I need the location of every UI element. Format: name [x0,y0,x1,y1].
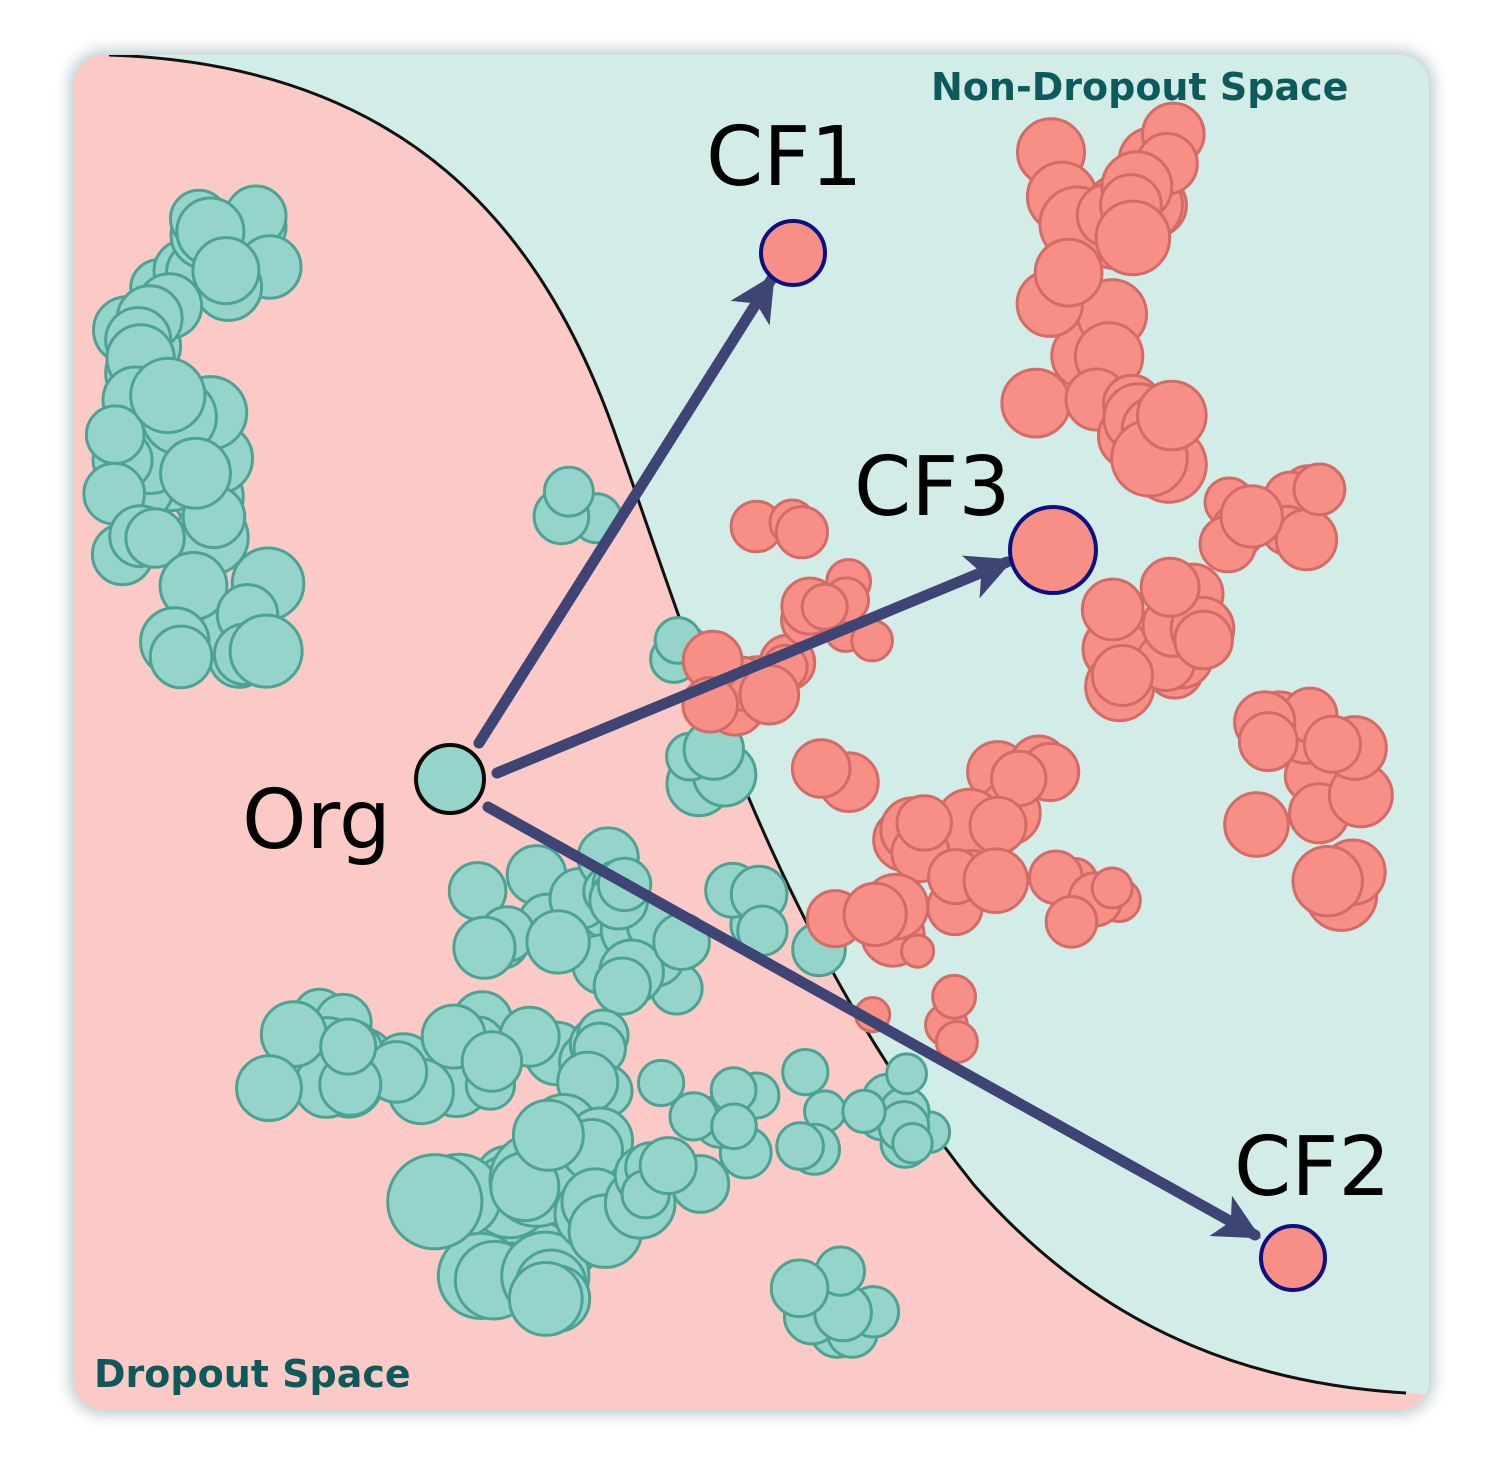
red-point-56 [1223,791,1290,858]
red-point-95 [968,795,1028,855]
red-point-49 [1139,556,1201,618]
teal-point-146 [710,1102,758,1151]
red-point-100 [962,847,1030,915]
red-point-22 [1033,237,1104,308]
counterfactual-arrows [473,274,1262,1241]
arrow-org-to-cf2 [482,801,1262,1241]
counterfactual-point-cf3 [1008,505,1098,595]
teal-point-38 [124,507,186,569]
teal-point-140 [668,1091,719,1142]
non-dropout-class-points [82,184,952,1359]
label-cf1: CF1 [706,110,863,205]
red-point-62 [1303,714,1362,774]
non-dropout-space-label: Non-Dropout Space [931,65,1348,109]
red-point-39 [1219,484,1284,549]
red-point-82 [800,582,849,631]
dropout-space-diagram: Org CF1 CF3 CF2 Non-Dropout Space Dropou… [74,55,1429,1410]
original-point [414,743,486,815]
teal-point-39 [129,356,207,435]
teal-point-160 [891,1122,934,1165]
teal-point-169 [769,1258,830,1319]
red-point-105 [1090,866,1134,910]
teal-point-161 [841,1088,887,1135]
teal-point-126 [386,1153,484,1251]
dropout-space-label: Dropout Space [94,1352,411,1396]
teal-point-127 [507,1261,584,1337]
red-point-97 [895,794,953,852]
teal-point-97 [235,1054,303,1123]
teal-point-46 [148,624,214,690]
counterfactual-point-cf1 [759,219,827,287]
teal-point-36 [159,436,232,510]
red-point-61 [1237,711,1299,772]
counterfactual-point-cf2 [1259,1224,1327,1292]
teal-point-155 [775,1121,825,1171]
label-cf2: CF2 [1234,1120,1391,1215]
arrow-org-to-cf1 [473,274,777,749]
teal-point-69 [525,909,591,975]
red-point-37 [1292,462,1347,517]
teal-point-157 [885,1052,928,1096]
diagram-frame: Org CF1 CF3 CF2 Non-Dropout Space Dropou… [74,55,1429,1410]
teal-point-101 [319,1017,378,1076]
red-point-30 [1136,379,1208,452]
red-point-68 [774,505,830,560]
dropout-class-points [681,101,1394,1064]
teal-point-131 [511,1098,585,1172]
red-point-112 [900,933,936,969]
teal-point-66 [452,915,517,980]
teal-point-13 [191,236,261,306]
teal-point-139 [637,1058,686,1108]
teal-point-158 [781,1048,830,1097]
teal-point-51 [543,465,595,518]
red-point-50 [1090,644,1154,707]
label-org: Org [242,773,391,868]
red-point-15 [1094,199,1172,277]
teal-point-111 [460,1030,524,1093]
red-point-85 [790,738,852,799]
red-point-65 [1291,845,1364,918]
teal-point-78 [592,956,652,1016]
red-point-18 [1000,367,1072,439]
red-point-51 [1173,609,1234,671]
teal-point-48 [228,613,304,689]
label-cf3: CF3 [854,440,1011,535]
red-point-42 [1080,577,1145,642]
teal-point-147 [638,1136,698,1196]
red-point-110 [842,881,908,948]
arrow-org-to-cf3 [491,555,1014,779]
red-point-36 [1274,508,1339,572]
red-point-106 [1044,895,1099,949]
red-point-115 [931,973,977,1020]
